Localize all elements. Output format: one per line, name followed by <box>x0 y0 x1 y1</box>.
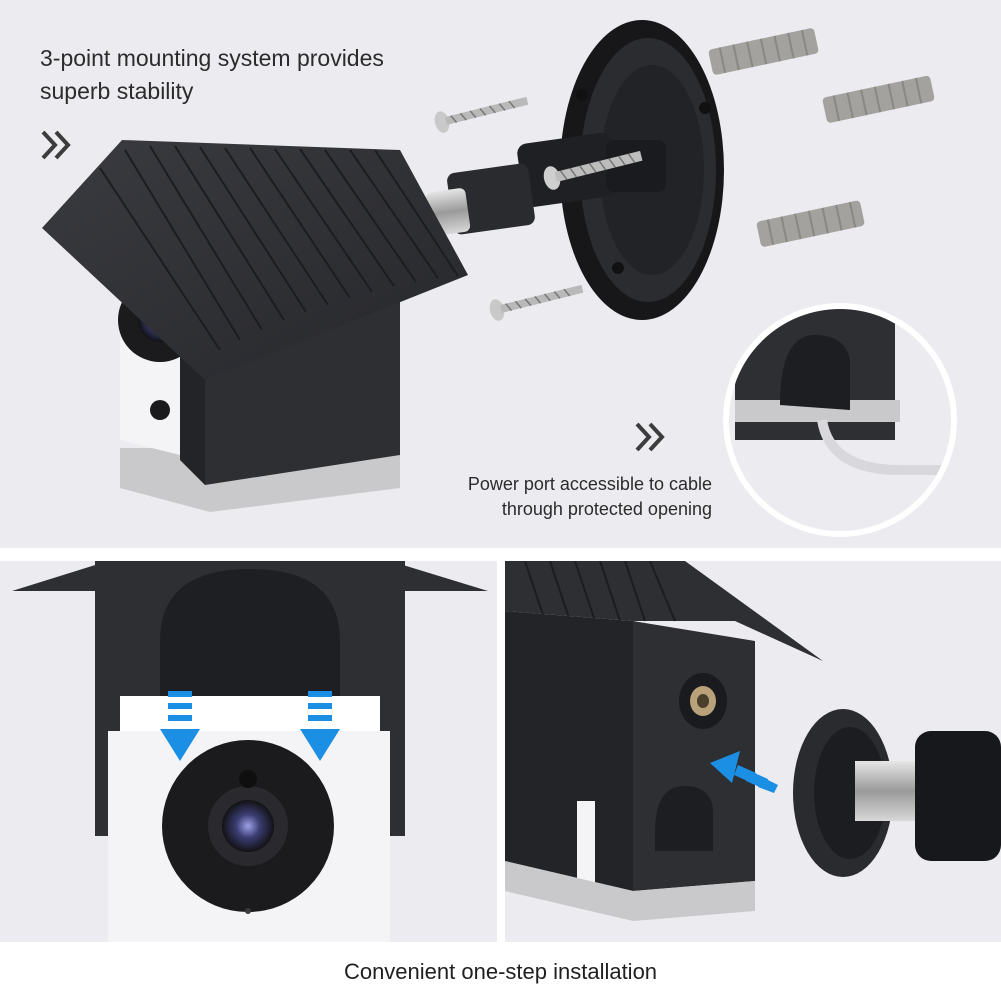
power-note-line-2: through protected opening <box>501 499 712 519</box>
power-port-note: Power port accessible to cable through p… <box>392 472 712 522</box>
top-panel: 3-point mounting system provides superb … <box>0 0 1001 548</box>
down-arrow-icon <box>300 691 340 761</box>
slide-in-illustration <box>12 561 488 942</box>
double-chevron-right-icon <box>41 130 71 160</box>
screw-mount-illustration <box>505 561 1001 921</box>
headline-line-2: superb stability <box>40 78 194 104</box>
screws <box>434 96 643 321</box>
power-port-detail <box>723 303 957 537</box>
headline-line-1: 3-point mounting system provides <box>40 45 384 71</box>
left-arrow-icon <box>710 751 778 793</box>
bottom-left-panel <box>0 561 497 942</box>
camera-housing <box>42 140 468 512</box>
bracket-knob <box>793 709 1001 877</box>
bottom-right-panel <box>505 561 1001 942</box>
double-chevron-right-icon <box>635 422 665 452</box>
headline: 3-point mounting system provides superb … <box>40 42 460 108</box>
power-note-line-1: Power port accessible to cable <box>467 474 712 494</box>
mount-illustration <box>42 20 957 537</box>
wall-anchors <box>708 28 935 247</box>
down-arrow-icon <box>160 691 200 761</box>
bottom-caption: Convenient one-step installation <box>343 959 658 984</box>
